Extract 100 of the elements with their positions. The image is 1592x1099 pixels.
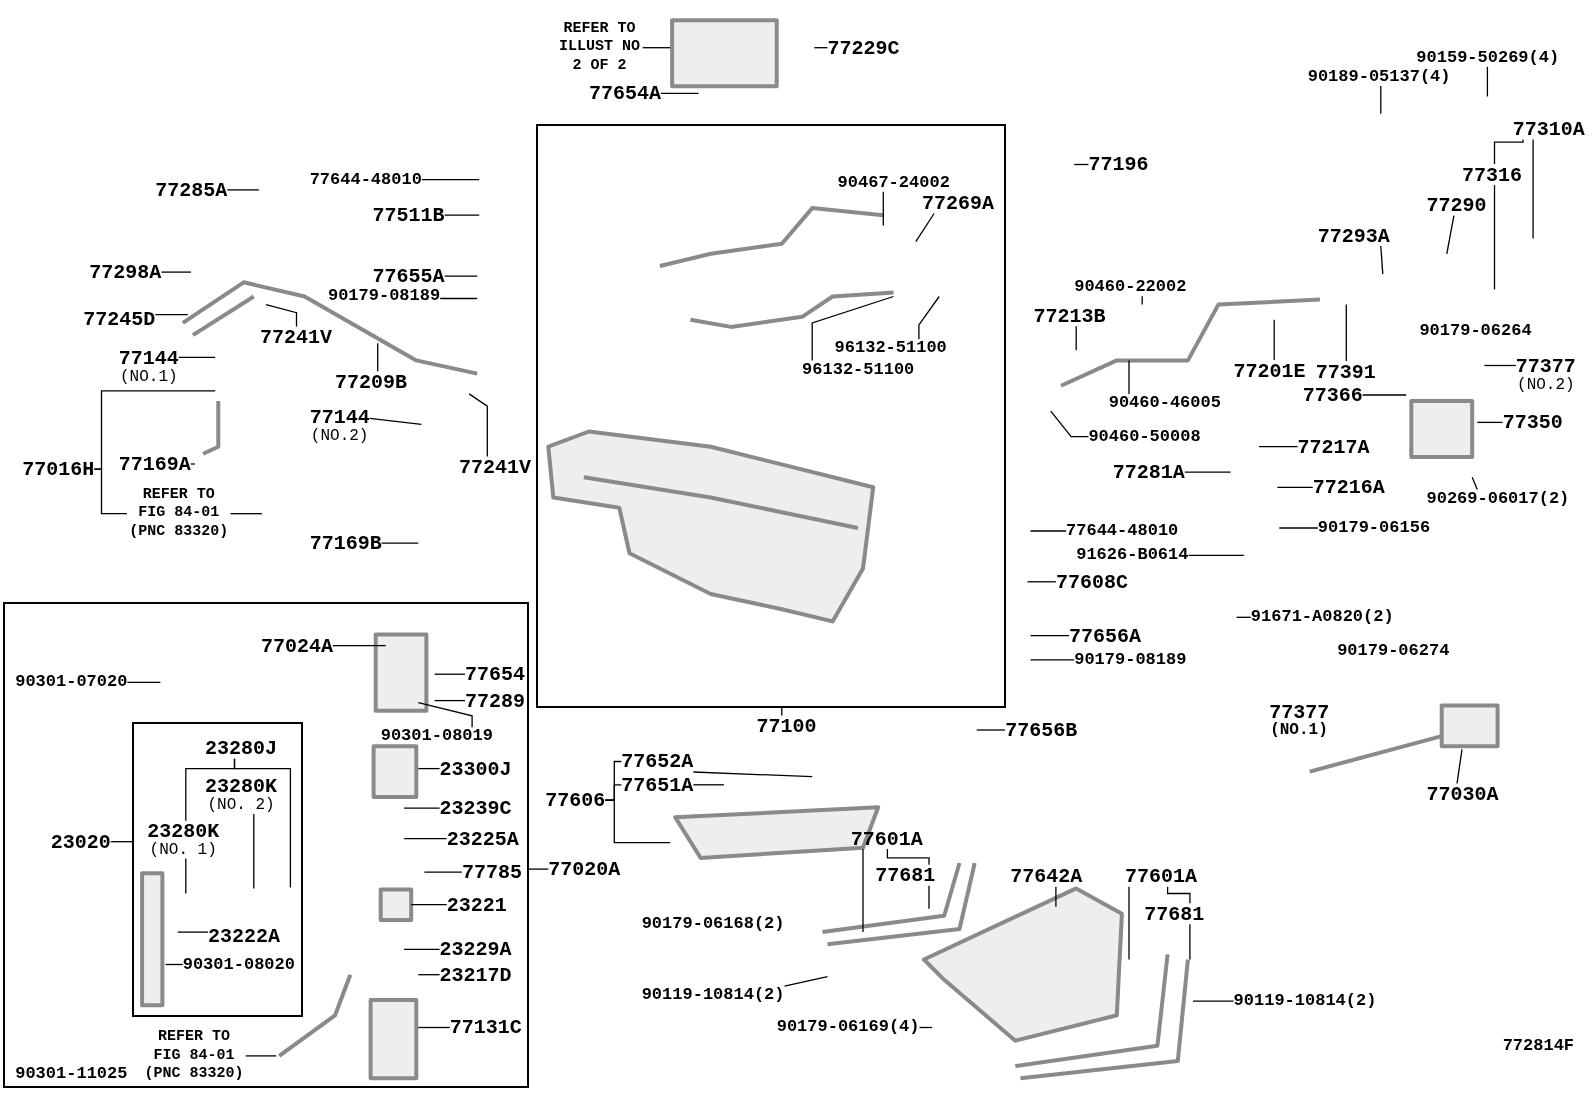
callout-number: 77213B xyxy=(1033,305,1106,327)
callout-number: 90179-08189 xyxy=(327,287,441,306)
callout-number: 23300J xyxy=(439,758,512,780)
callout-number: 77131C xyxy=(449,1016,522,1038)
leader-line xyxy=(1187,554,1245,557)
leader-line xyxy=(229,513,263,515)
callout-number: 77209B xyxy=(335,371,408,393)
callout-number: 77511B xyxy=(372,204,445,226)
leader-line xyxy=(1029,634,1070,637)
callout-number: 90301-08019 xyxy=(380,727,493,745)
leader-line xyxy=(1493,138,1524,165)
callout-number: 77020A xyxy=(548,858,621,880)
leader-line xyxy=(1192,1000,1235,1002)
leader-line xyxy=(811,295,895,362)
leader-line xyxy=(1532,138,1534,240)
callout-number: 90119-10814(2) xyxy=(1233,992,1377,1010)
leader-line xyxy=(185,857,187,895)
leader-line xyxy=(403,837,448,840)
callout-number: 77245D xyxy=(83,308,156,330)
callout-number: 23221 xyxy=(446,894,507,916)
callout-number: 77651A xyxy=(621,774,694,796)
callout-number: 77655A xyxy=(372,265,445,287)
leader-line xyxy=(164,963,184,966)
leader-line xyxy=(110,841,133,843)
leader-line xyxy=(1184,471,1232,473)
leader-line xyxy=(417,767,441,770)
callout-number: 77350 xyxy=(1502,411,1563,433)
callout-number: 77024A xyxy=(260,635,333,657)
callout-number: 77289 xyxy=(465,690,525,712)
leader-line xyxy=(377,342,379,372)
callout-number: 23229A xyxy=(439,938,512,960)
leader-line xyxy=(1141,295,1143,306)
group-frame xyxy=(131,721,303,1018)
leader-line xyxy=(410,903,448,906)
callout-number: 77269A xyxy=(921,192,994,214)
callout-number: 90460-46005 xyxy=(1108,394,1221,412)
callout-number: 77201E xyxy=(1233,360,1306,382)
leader-line xyxy=(976,729,1006,731)
callout-number: 90119-10814(2) xyxy=(641,986,785,1004)
leader-line xyxy=(417,974,441,976)
leader-line xyxy=(1476,421,1504,424)
callout-number: 77241V xyxy=(458,456,531,478)
leader-line xyxy=(369,417,423,426)
callout-number: 77644-48010 xyxy=(309,170,422,189)
leader-line xyxy=(1073,163,1090,166)
callout-number: 90189-05137(4) xyxy=(1307,68,1451,87)
leader-line xyxy=(253,813,255,890)
leader-line xyxy=(1128,359,1130,395)
leader-line xyxy=(882,191,884,227)
leader-line xyxy=(1055,886,1057,908)
callout-number: 77281A xyxy=(1112,461,1185,483)
leader-line xyxy=(423,871,463,873)
leader-line xyxy=(692,771,813,778)
callout-number: 77601A xyxy=(850,828,923,850)
callout-number: 77310A xyxy=(1512,118,1585,140)
callout-number: 90179-06264 xyxy=(1419,322,1532,340)
reference-note: REFER TO FIG 84-01 (PNC 83320) xyxy=(143,1027,245,1084)
callout-number: 77030A xyxy=(1426,783,1499,805)
leader-line xyxy=(604,799,671,844)
leader-line xyxy=(1166,886,1191,904)
leader-line xyxy=(190,463,196,465)
leader-line xyxy=(421,179,480,181)
variant-note: (NO.2) xyxy=(309,428,370,446)
leader-line xyxy=(1258,446,1299,448)
leader-line xyxy=(226,189,260,191)
leader-line xyxy=(332,645,387,647)
leader-line xyxy=(177,931,209,933)
callout-number: 77785 xyxy=(461,861,522,883)
callout-number: 90460-22002 xyxy=(1074,278,1187,297)
callout-number: 23225A xyxy=(446,828,519,850)
leader-line xyxy=(1128,886,1130,961)
callout-number: 77608C xyxy=(1055,571,1128,593)
callout-number: 23280K xyxy=(205,776,278,798)
callout-number: 77681 xyxy=(875,864,936,886)
group-frame xyxy=(3,602,529,1089)
leader-line xyxy=(403,948,441,950)
callout-number: 23280J xyxy=(205,737,278,759)
callout-number: 90460-50008 xyxy=(1088,427,1201,446)
callout-number: 90179-06274 xyxy=(1337,641,1450,660)
callout-number: 77169A xyxy=(118,453,191,475)
callout-number: 77144 xyxy=(309,407,370,429)
variant-note: (NO.1) xyxy=(119,368,179,386)
callout-number: 90179-08189 xyxy=(1074,651,1187,669)
callout-number: 90269-06017(2) xyxy=(1426,489,1570,508)
leader-line xyxy=(433,673,466,675)
variant-note: (NO. 2) xyxy=(206,797,276,814)
callout-number: 77229C xyxy=(827,37,900,59)
leader-line xyxy=(1029,530,1067,532)
callout-number: 23280K xyxy=(147,820,220,842)
callout-number: 91626-B0614 xyxy=(1076,546,1189,565)
callout-number: 77316 xyxy=(1462,164,1523,186)
callout-number: 77285A xyxy=(155,179,228,201)
callout-number: 23217D xyxy=(439,964,512,986)
group-frame xyxy=(536,123,1007,708)
leader-line xyxy=(1486,66,1489,98)
leader-line xyxy=(781,707,783,717)
leader-line xyxy=(1235,616,1252,618)
leader-line xyxy=(1276,486,1314,488)
leader-line xyxy=(403,807,441,809)
callout-number: 77606 xyxy=(545,789,606,811)
